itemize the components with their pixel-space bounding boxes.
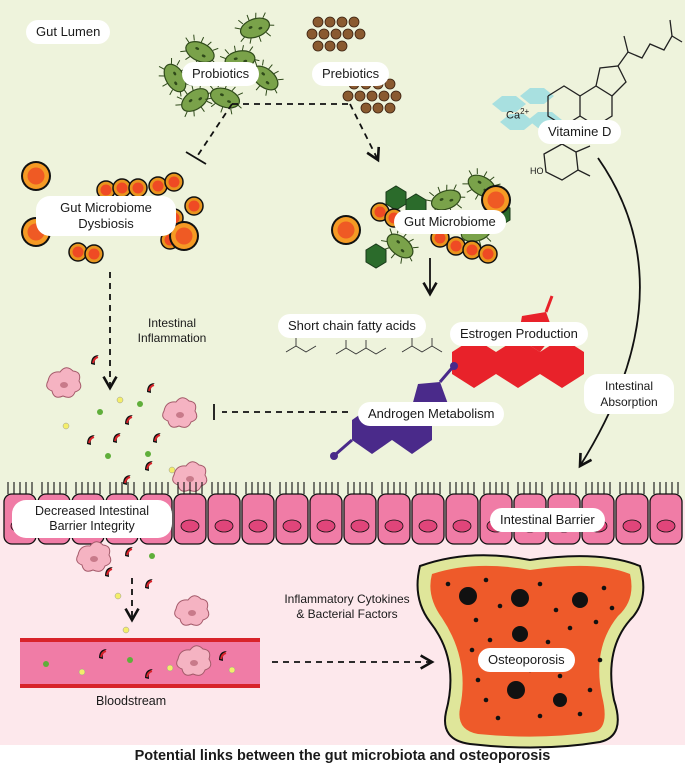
probiotics-label: Probiotics	[182, 62, 260, 86]
translocation-cells	[76, 541, 210, 634]
epithelial-cell	[649, 482, 683, 545]
epithelial-cell	[207, 482, 241, 545]
calcium-ion-label: Ca2+	[506, 104, 529, 124]
bloodstream-label: Bloodstream	[96, 694, 167, 708]
absorption-edge-label: Intestinal Absorption	[584, 374, 674, 414]
inflammation-edge-label: Intestinal Inflammation	[137, 316, 207, 345]
epithelial-cell	[445, 482, 479, 545]
calcium-charge: 2+	[520, 107, 530, 116]
bloodstream-vessel	[20, 638, 260, 688]
cytokines-edge-label: Inflammatory Cytokines & Bacterial Facto…	[284, 592, 410, 621]
hydroxyl-label: HO	[530, 166, 544, 176]
epithelial-cell	[173, 482, 207, 545]
epithelial-cell	[241, 482, 275, 545]
diagram-connectors	[102, 103, 641, 670]
androgen-label: Androgen Metabolism	[358, 402, 505, 426]
calcium-symbol: Ca	[506, 109, 521, 122]
vitamin-d-label: Vitamine D	[538, 120, 622, 144]
figure-caption: Potential links between the gut microbio…	[134, 748, 551, 764]
gut-lumen-label: Gut Lumen	[26, 20, 111, 44]
epithelial-cell	[309, 482, 343, 545]
prebiotics-label: Prebiotics	[312, 62, 390, 86]
dysbiosis-label: Gut Microbiome Dysbiosis	[36, 196, 176, 236]
epithelial-cell	[275, 482, 309, 545]
inhibit-dysbiosis	[195, 103, 233, 159]
arrow-absorption	[578, 157, 641, 469]
epithelial-cell	[377, 482, 411, 545]
epithelial-cell	[343, 482, 377, 545]
inflammation-cells	[46, 354, 208, 492]
estrogen-label: Estrogen Production	[450, 322, 588, 346]
osteoporosis-label: Osteoporosis	[478, 648, 575, 672]
inhibit-bar-dysbiosis	[185, 151, 207, 165]
scfa-structures	[285, 338, 443, 355]
epithelial-cell	[411, 482, 445, 545]
intestinal-barrier-label: Intestinal Barrier	[490, 508, 605, 532]
decreased-barrier-label: Decreased Intestinal Barrier Integrity	[12, 500, 172, 538]
vitamin-d-structure	[543, 19, 683, 181]
scfa-label: Short chain fatty acids	[278, 314, 426, 338]
epithelial-cell	[615, 482, 649, 545]
microbiome-label: Gut Microbiome	[394, 210, 506, 234]
